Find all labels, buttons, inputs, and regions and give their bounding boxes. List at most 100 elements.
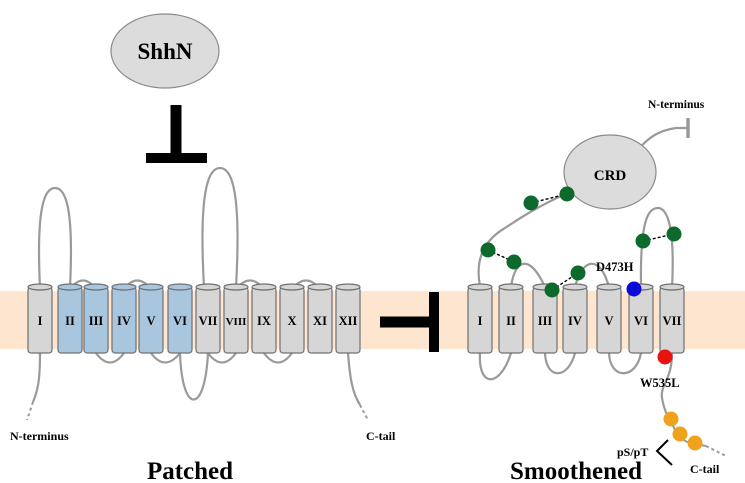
phospho-bracket [655,439,673,466]
patched-helix-v: V [138,283,164,354]
smoothened-helix-i: I [467,283,493,354]
patched-helix-cap [27,283,53,291]
smoothened-helix-label: II [506,314,516,328]
patched-helix-ii: II [57,283,83,354]
smoothened-loop-3-4 [543,352,577,375]
patched-helix-cap [335,283,361,291]
patched-helix-xii: XII [335,283,361,354]
smoothened-c-tail-dash [705,445,727,457]
patched-intracellular-loop-6-7 [178,352,210,401]
patched-helix-cap [251,283,277,291]
phospho-dot [663,411,679,427]
patched-loop-3-4 [95,352,125,364]
patched-n-terminus-label: N-terminus [10,429,69,443]
w535l-dot [657,349,673,365]
cysteine-dot [523,195,539,211]
smoothened-loop-2-3 [509,262,547,288]
smoothened-helix-iv: IV [562,283,588,354]
patched-helix-cap [57,283,83,291]
smoothened-helix-cap [659,283,685,291]
patched-n-terminus-line [31,352,42,403]
patched-helix-label: VII [199,314,218,328]
smoothened-n-terminus-label: N-terminus [648,99,705,111]
smoothened-helix-cap [467,283,493,291]
patched-c-tail-label: C-tail [366,429,396,443]
patched-helix-label: II [65,314,75,328]
patched-helix-label: XII [339,314,358,328]
smoothened-helix-ii: II [498,283,524,354]
smoothened-helix-label: III [538,314,553,328]
cysteine-dot [666,226,682,242]
patched-helix-cap [195,283,221,291]
patched-helix-vii: VII [195,283,221,354]
patched-loop-7-8 [207,352,237,364]
smoothened-helix-label: VII [663,314,682,328]
patched-extracellular-loop-2 [201,166,239,288]
patched-helix-cap [111,283,137,291]
smoothened-helix-vi: VI [628,283,654,354]
patched-helix-iii: III [83,283,109,354]
patched-helix-label: IV [117,314,131,328]
patched-helix-label: V [146,314,155,328]
smoothened-title: Smoothened [510,458,642,483]
smoothened-helix-cap [498,283,524,291]
patched-helix-cap [167,283,193,291]
patched-helix-label: VI [173,314,187,328]
smoothened-loop-5-6 [607,352,643,375]
shhn-oval [110,13,220,89]
cysteine-dot [544,282,560,298]
crd-label: CRD [594,168,627,184]
smoothened-helix-v: V [596,283,622,354]
smoothened-helix-cap [596,283,622,291]
patched-c-tail-line [346,352,361,406]
cysteine-dot [480,242,496,258]
patched-n-terminus-dash [26,401,34,421]
w535l-label: W535L [640,376,680,390]
patched-loop-9-10 [263,352,293,364]
patched-helix-cap [279,283,305,291]
d473h-dot [626,281,642,297]
patched-title: Patched [147,458,233,483]
d473h-label: D473H [596,260,634,274]
smoothened-helix-cap [562,283,588,291]
cysteine-dot [506,254,522,270]
phospho-dot [687,435,703,451]
patched-helix-ix: IX [251,283,277,354]
patched-helix-cap [307,283,333,291]
patched-helix-label: III [89,314,104,328]
patched-loop-5-6 [150,352,181,364]
patched-helix-i: I [27,283,53,354]
smoothened-helix-label: V [604,314,613,328]
patched-helix-xi: XI [307,283,333,354]
smoothened-crd-n-terminus-line [637,126,688,151]
patched-helix-label: I [38,314,43,328]
patched-helix-label: IX [257,314,271,328]
patched-helix-x: X [279,283,305,354]
patched-extracellular-loop-1 [37,186,73,288]
patched-c-tail-dash [359,404,369,421]
smoothened-crd-linker [477,190,571,287]
patched-helix-cap [223,283,249,291]
smoothened-loop-1-2 [478,352,513,381]
cysteine-dot [559,186,575,202]
patched-helix-label: VIII [226,316,247,328]
phospho-label: pS/pT [617,445,648,459]
cysteine-dots [480,186,682,298]
shhn-label: ShhN [138,39,193,64]
smoothened-helix-iii: III [532,283,558,354]
patched-helix-vi: VI [167,283,193,354]
smoothened-helix-label: I [478,314,483,328]
phospho-dots [663,411,703,451]
patched-helix-label: XI [313,314,327,328]
smoothened-helix-vii: VII [659,283,685,354]
patched-helix-viii: VIII [223,283,249,354]
cysteine-dot [635,233,651,249]
smoothened-helix-label: IV [568,314,582,328]
crd-oval [563,134,657,210]
patched-helix-cap [138,283,164,291]
patched-helix-iv: IV [111,283,137,354]
